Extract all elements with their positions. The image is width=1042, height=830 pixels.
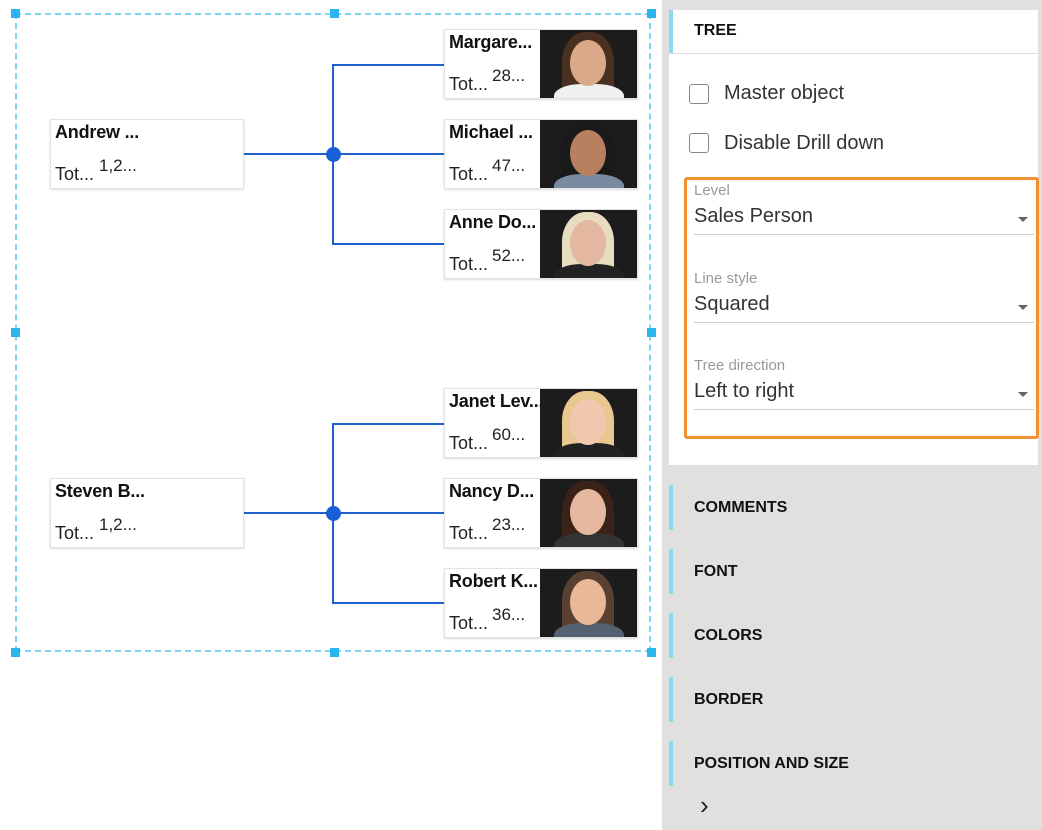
- node-name: Margare...: [449, 32, 533, 52]
- connector-line: [332, 602, 444, 604]
- resize-handle[interactable]: [330, 648, 339, 657]
- node-label: Tot...: [449, 74, 489, 94]
- connector-line: [332, 64, 444, 66]
- section-title: FONT: [694, 563, 738, 580]
- line-style-label: Line style: [694, 270, 758, 287]
- node-name: Anne Do...: [449, 212, 536, 232]
- resize-handle[interactable]: [11, 9, 20, 18]
- level-label: Level: [694, 182, 730, 199]
- tree-node-parent[interactable]: Andrew ... Tot... 1,2...: [50, 119, 244, 189]
- disable-drill-label: Disable Drill down: [724, 132, 885, 154]
- properties-panel: TREE Master object Disable Drill down Le…: [662, 0, 1042, 830]
- node-value: 1,2...: [99, 156, 137, 175]
- tree-direction-value: Left to right: [694, 380, 795, 402]
- node-value: 1,2...: [99, 515, 137, 534]
- tree-node-child[interactable]: Nancy D... Tot... 23...: [444, 478, 638, 548]
- node-label: Tot...: [449, 164, 489, 184]
- section-colors[interactable]: COLORS: [669, 613, 1038, 658]
- node-label: Tot...: [449, 613, 489, 633]
- connector-line: [332, 243, 444, 245]
- resize-handle[interactable]: [11, 648, 20, 657]
- node-value: 28...: [492, 66, 526, 85]
- section-bar: [669, 10, 673, 53]
- connector-line: [332, 512, 444, 514]
- section-title: COLORS: [694, 627, 763, 644]
- resize-handle[interactable]: [11, 328, 20, 337]
- section-comments[interactable]: COMMENTS: [669, 485, 1038, 530]
- level-dropdown[interactable]: Level Sales Person: [694, 182, 1034, 235]
- node-label: Tot...: [449, 523, 489, 543]
- node-value: 52...: [492, 246, 526, 265]
- node-value: 60...: [492, 425, 526, 444]
- node-name: Steven B...: [55, 481, 145, 501]
- tree-section-header[interactable]: TREE: [669, 10, 1038, 54]
- resize-handle[interactable]: [647, 648, 656, 657]
- node-value: 36...: [492, 605, 526, 624]
- tree-section: TREE Master object Disable Drill down Le…: [669, 10, 1039, 465]
- resize-handle[interactable]: [330, 9, 339, 18]
- node-name: Janet Lev...: [449, 391, 544, 411]
- tree-node-child[interactable]: Anne Do... Tot... 52...: [444, 209, 638, 279]
- node-label: Tot...: [449, 254, 489, 274]
- node-name: Andrew ...: [55, 122, 140, 142]
- collapse-node-dot[interactable]: [326, 506, 341, 521]
- canvas: Andrew ... Tot... 1,2... Steven B... Tot…: [11, 9, 656, 657]
- collapse-node-dot[interactable]: [326, 147, 341, 162]
- disable-drill-checkbox[interactable]: [689, 133, 709, 153]
- connector-line: [332, 423, 444, 425]
- node-label: Tot...: [55, 164, 95, 184]
- chevron-right-icon[interactable]: ›: [700, 790, 709, 820]
- section-border[interactable]: BORDER: [669, 677, 1038, 722]
- level-value: Sales Person: [694, 205, 813, 227]
- tree-node-child[interactable]: Robert K... Tot... 36...: [444, 568, 638, 638]
- tree-node-child[interactable]: Margare... Tot... 28...: [444, 29, 638, 99]
- section-position-size[interactable]: POSITION AND SIZE: [669, 741, 1038, 786]
- connector-line: [243, 153, 333, 155]
- photo-robert: [540, 569, 637, 637]
- line-style-value: Squared: [694, 293, 770, 315]
- master-object-label: Master object: [724, 82, 845, 104]
- caret-down-icon: [1018, 392, 1028, 397]
- tree-direction-label: Tree direction: [694, 357, 786, 374]
- photo-janet: [540, 389, 637, 457]
- node-value: 23...: [492, 515, 526, 534]
- caret-down-icon: [1018, 217, 1028, 222]
- line-style-dropdown[interactable]: Line style Squared: [694, 270, 1034, 323]
- tree-node-child[interactable]: Michael ... Tot... 47...: [444, 119, 638, 189]
- node-name: Robert K...: [449, 571, 538, 591]
- node-label: Tot...: [449, 433, 489, 453]
- section-title: BORDER: [694, 691, 764, 708]
- master-object-checkbox[interactable]: [689, 84, 709, 104]
- caret-down-icon: [1018, 305, 1028, 310]
- resize-handle[interactable]: [647, 9, 656, 18]
- tree-node-child[interactable]: Janet Lev... Tot... 60...: [444, 388, 638, 458]
- node-value: 47...: [492, 156, 526, 175]
- section-title: TREE: [694, 22, 737, 39]
- connector-line: [243, 512, 333, 514]
- photo-anne: [540, 210, 637, 278]
- node-name: Michael ...: [449, 122, 533, 142]
- section-font[interactable]: FONT: [669, 549, 1038, 594]
- photo-michael: [540, 120, 637, 188]
- tree-node-parent[interactable]: Steven B... Tot... 1,2...: [50, 478, 244, 548]
- section-title: POSITION AND SIZE: [694, 755, 849, 772]
- section-title: COMMENTS: [694, 499, 788, 516]
- node-name: Nancy D...: [449, 481, 535, 501]
- connector-line: [332, 153, 444, 155]
- tree-direction-dropdown[interactable]: Tree direction Left to right: [694, 357, 1034, 410]
- resize-handle[interactable]: [647, 328, 656, 337]
- photo-nancy: [540, 479, 637, 547]
- node-label: Tot...: [55, 523, 95, 543]
- photo-margaret: [540, 30, 637, 98]
- highlight-box: Level Sales Person Line style Squared Tr…: [684, 177, 1039, 439]
